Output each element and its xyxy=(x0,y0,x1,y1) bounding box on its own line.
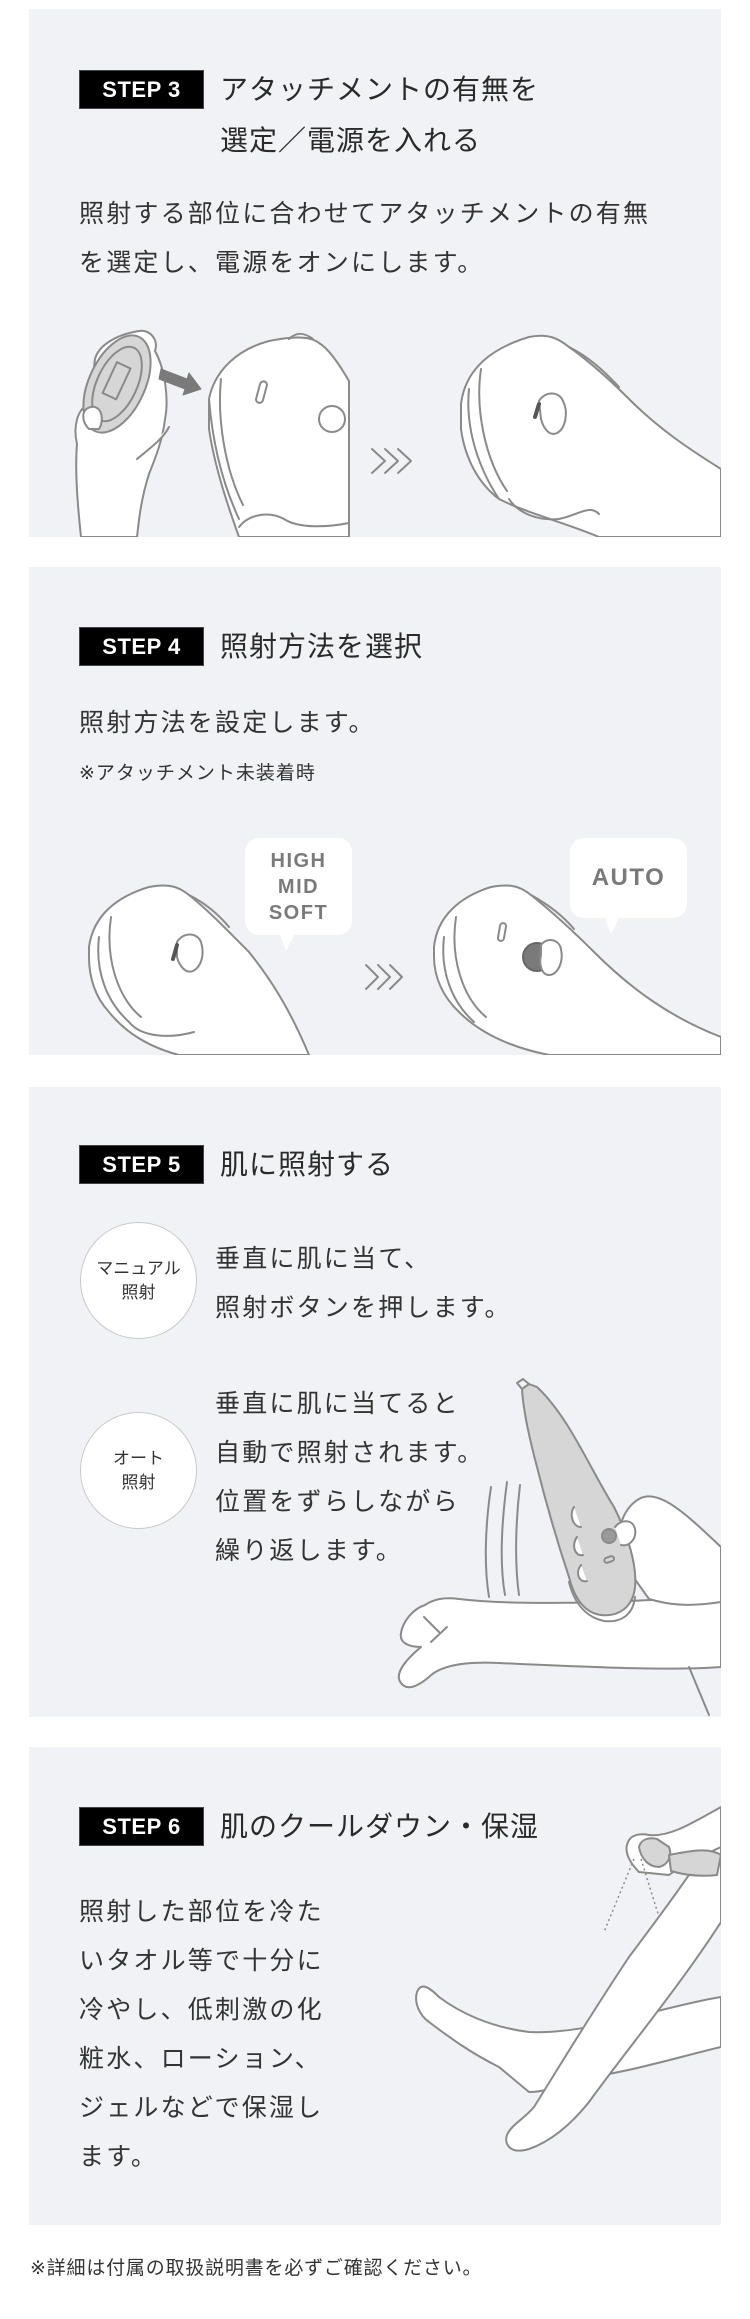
step-5-card: STEP 5 肌に照射する マニュアル 照射 垂直に肌に当て、 照射ボタンを押し… xyxy=(29,1087,721,1717)
hand-pressing-button-illustration xyxy=(460,334,721,537)
power-button-icon xyxy=(318,405,346,433)
attach-and-power-on-illustration xyxy=(74,329,721,537)
hand-device-manual-illustration xyxy=(88,884,310,1055)
device-illustration xyxy=(521,1383,637,1617)
mode-soft-label: SOFT xyxy=(268,901,329,924)
description-line: を選定し、電源をオンにします。 xyxy=(79,248,485,277)
manual-irradiation-badge: マニュアル 照射 xyxy=(80,1222,197,1339)
auto-mode-bubble: AUTO xyxy=(570,838,687,934)
hand-illustration xyxy=(617,1495,721,1606)
forearm-illustration xyxy=(398,1596,721,1689)
description-line: 繰り返します。 xyxy=(215,1536,403,1565)
irradiate-arm-illustration xyxy=(398,1378,721,1716)
step-title-line: アタッチメントの有無を xyxy=(220,73,540,106)
circle-label-line: オート xyxy=(113,1448,164,1469)
cooldown-moisturize-illustration xyxy=(415,1806,721,2152)
step-title-line: 選定／電源を入れる xyxy=(220,124,482,157)
mode-select-illustration xyxy=(88,884,721,1055)
description-line: 照射ボタンを押します。 xyxy=(215,1293,512,1322)
description-line: 照射する部位に合わせてアタッチメントの有無 xyxy=(79,199,651,228)
motion-lines-icon xyxy=(484,1486,492,1598)
circle-label-line: 照射 xyxy=(121,1282,156,1303)
step-3-card: STEP 3 アタッチメントの有無を 選定／電源を入れる 照射する部位に合わせて… xyxy=(29,9,721,537)
description-line: ます。 xyxy=(79,2142,159,2171)
step-badge: STEP 5 xyxy=(79,1145,204,1184)
description-line: いタオル等で十分に xyxy=(79,1946,324,1975)
mode-high-label: HIGH xyxy=(270,849,327,872)
description-line: ジェルなどで保湿し xyxy=(79,2093,324,2122)
step-badge: STEP 6 xyxy=(79,1807,204,1846)
step-description: 照射する部位に合わせてアタッチメントの有無 を選定し、電源をオンにします。 xyxy=(79,189,650,287)
step-description: 照射した部位を冷た いタオル等で十分に 冷やし、低刺激の化 粧水、ローション、 … xyxy=(79,1887,324,2181)
chevrons-icon xyxy=(371,448,412,474)
auto-mode-description: 垂直に肌に当てると 自動で照射されます。 位置をずらしながら 繰り返します。 xyxy=(215,1379,485,1575)
step-description: 照射方法を設定します。 xyxy=(79,698,376,747)
description-line: 位置をずらしながら xyxy=(215,1487,460,1516)
manual-mode-bubble: HIGH MID SOFT xyxy=(245,838,352,951)
step-4-card: STEP 4 照射方法を選択 照射方法を設定します。 ※アタッチメント未装着時 xyxy=(29,567,721,1055)
step-title: 肌に照射する xyxy=(220,1139,394,1190)
step-title: アタッチメントの有無を 選定／電源を入れる xyxy=(220,64,539,166)
step-title: 照射方法を選択 xyxy=(220,621,423,672)
spray-mist-icon xyxy=(603,1858,635,1933)
description-line: 垂直に肌に当てると xyxy=(215,1389,460,1418)
mode-auto-label: AUTO xyxy=(591,864,666,891)
step-badge: STEP 4 xyxy=(79,627,204,666)
description-line: 照射方法を設定します。 xyxy=(79,708,376,737)
description-line: 照射した部位を冷た xyxy=(79,1897,324,1926)
step-title-line: 肌に照射する xyxy=(220,1148,395,1181)
description-line: 冷やし、低刺激の化 xyxy=(79,1995,324,2024)
circle-label-line: 照射 xyxy=(121,1472,156,1493)
manual-mode-description: 垂直に肌に当て、 照射ボタンを押します。 xyxy=(215,1234,512,1332)
auto-irradiation-badge: オート 照射 xyxy=(80,1412,197,1529)
step-title: 肌のクールダウン・保湿 xyxy=(220,1801,539,1852)
arrow-right-icon xyxy=(158,368,202,396)
device-icon xyxy=(208,336,350,537)
description-line: 自動で照射されます。 xyxy=(215,1438,485,1467)
step-title-line: 肌のクールダウン・保湿 xyxy=(220,1810,540,1843)
step-note: ※アタッチメント未装着時 xyxy=(79,762,316,784)
circle-label-line: マニュアル xyxy=(96,1258,181,1279)
footnote: ※詳細は付属の取扱説明書を必ずご確認ください。 xyxy=(30,2257,483,2279)
chevrons-icon xyxy=(365,964,403,990)
description-line: 粧水、ローション、 xyxy=(79,2044,322,2073)
step-6-card: STEP 6 肌のクールダウン・保湿 照射した部位を冷た いタオル等で十分に 冷… xyxy=(29,1747,721,2225)
description-line: 垂直に肌に当て、 xyxy=(215,1244,432,1273)
step-title-line: 照射方法を選択 xyxy=(220,630,424,663)
mode-mid-label: MID xyxy=(277,875,320,898)
step-badge: STEP 3 xyxy=(79,70,204,109)
